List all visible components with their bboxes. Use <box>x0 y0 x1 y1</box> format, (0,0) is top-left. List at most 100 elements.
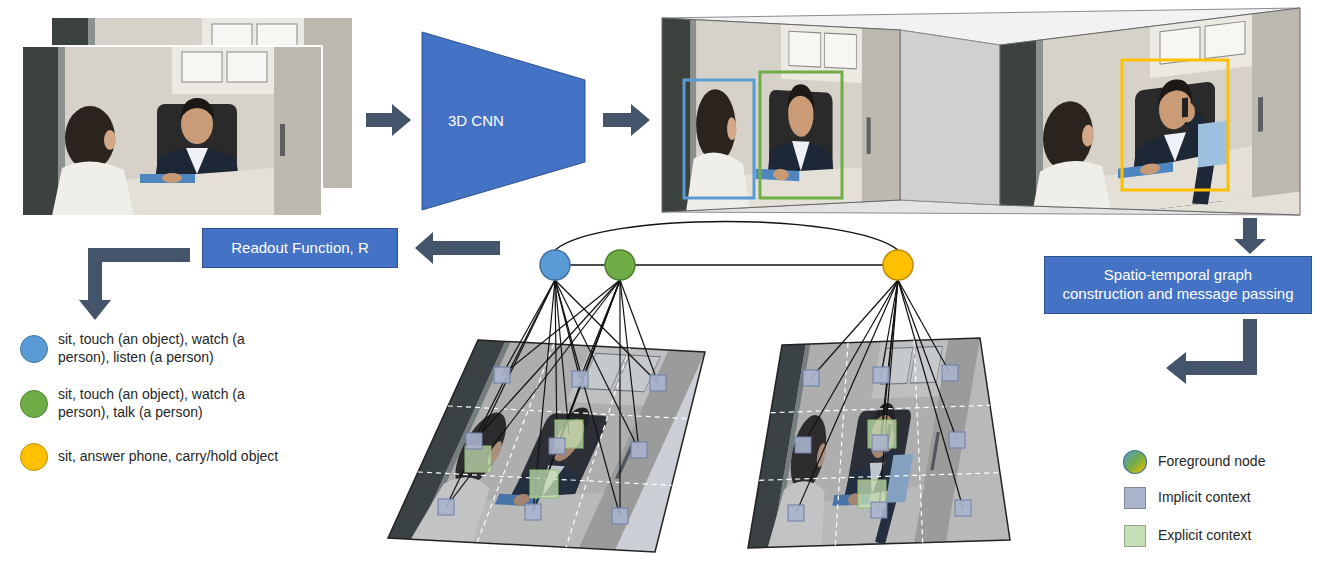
context-link <box>474 280 620 441</box>
arrow-head <box>1166 352 1186 384</box>
input-frames <box>22 46 322 216</box>
legend-swatch <box>20 335 48 363</box>
implicit-context <box>612 508 628 524</box>
implicit-context <box>873 367 889 383</box>
input-frames <box>22 46 322 216</box>
flow-arrow <box>366 113 393 127</box>
context-link <box>898 280 957 440</box>
context-link <box>446 280 620 507</box>
feature-volume <box>662 8 1300 229</box>
context-link <box>898 280 963 508</box>
flow-arrow <box>1243 218 1257 240</box>
implicit-context <box>949 432 965 448</box>
implicit-context <box>942 365 958 381</box>
foreground-node <box>605 250 635 280</box>
implicit-context <box>955 500 971 516</box>
frame-slab <box>740 330 1020 560</box>
input-frames <box>22 46 322 216</box>
legend-item: Explicit context <box>1122 525 1251 547</box>
frame-slab <box>748 338 1010 548</box>
flow-arrow <box>392 104 411 136</box>
network-block: 3D CNN <box>422 32 585 210</box>
context-link <box>555 280 569 434</box>
network-shape <box>422 32 585 210</box>
implicit-context <box>438 499 454 515</box>
implicit-context <box>438 365 971 524</box>
frame-slab <box>477 344 554 543</box>
bent-arrow <box>95 255 190 302</box>
feature-volume <box>900 30 1000 205</box>
process-box: Spatio-temporal graph construction and m… <box>1044 256 1312 314</box>
context-link <box>796 280 898 513</box>
context-link <box>446 280 963 516</box>
feature-volume <box>1000 8 1300 215</box>
legend-swatch <box>20 390 48 418</box>
node-label: Spatio-temporal graph construction and m… <box>1058 266 1298 304</box>
legend-item: sit, answer phone, carry/hold object <box>20 443 293 471</box>
explicit-context <box>530 470 558 498</box>
feature-volume <box>1000 8 1300 229</box>
feature-volume <box>662 18 900 212</box>
node-label: Readout Function, R <box>231 239 369 258</box>
implicit-context <box>525 504 541 520</box>
flow-arrow <box>603 113 632 127</box>
input-frames <box>22 18 352 216</box>
feature-volume <box>684 80 754 198</box>
legend-swatch <box>20 443 48 471</box>
legend-item: Implicit context <box>1122 487 1251 509</box>
context-link <box>620 280 639 450</box>
explicit-context <box>465 420 896 508</box>
legend-symbol <box>1124 451 1147 474</box>
arrow-head <box>79 300 111 320</box>
legend-label: sit, touch (an object), watch (a person)… <box>58 331 293 366</box>
context-link <box>880 280 898 443</box>
context-link <box>811 280 898 378</box>
frame-slab <box>771 405 990 412</box>
implicit-context <box>572 371 588 387</box>
frame-slab <box>759 473 1000 481</box>
feature-volume <box>1122 60 1228 190</box>
implicit-context <box>795 437 811 453</box>
legend-swatch <box>1124 487 1146 509</box>
frame-slab <box>740 330 1020 560</box>
context-link <box>619 280 620 516</box>
feature-volume <box>662 18 900 224</box>
context-link <box>544 280 620 484</box>
legend-item: sit, touch (an object), watch (a person)… <box>20 331 293 366</box>
implicit-context <box>631 442 647 458</box>
graph-link <box>635 264 883 266</box>
graph-link <box>570 264 605 266</box>
context-link <box>882 280 898 434</box>
implicit-context <box>872 435 888 451</box>
foreground-node <box>540 250 570 280</box>
feature-volume <box>1000 8 1300 229</box>
node-label: 3D CNN <box>448 112 504 131</box>
context-link <box>879 280 898 510</box>
frame-slab <box>418 344 688 547</box>
legend-label: sit, touch (an object), watch (a person)… <box>58 386 293 421</box>
frame-slab <box>759 340 1000 545</box>
legend-label: sit, answer phone, carry/hold object <box>58 448 293 466</box>
context-link <box>898 280 950 373</box>
implicit-context <box>549 438 565 454</box>
legend-label: Explicit context <box>1158 527 1251 545</box>
feature-volume <box>662 18 900 224</box>
legend-swatch <box>1124 525 1146 547</box>
legend-label: Foreground node <box>1158 453 1265 471</box>
graph-link <box>555 222 898 251</box>
flow-arrow <box>1234 239 1266 254</box>
implicit-context <box>803 370 819 386</box>
legend-item: sit, touch (an object), watch (a person)… <box>20 386 293 421</box>
process-box: Readout Function, R <box>202 228 398 268</box>
feature-volume <box>760 72 842 198</box>
legend-item: Foreground node <box>1122 449 1265 475</box>
implicit-context <box>650 375 666 391</box>
implicit-context <box>494 367 510 383</box>
implicit-context <box>788 505 804 521</box>
implicit-context <box>871 502 887 518</box>
flow-arrow <box>432 241 500 255</box>
explicit-context <box>465 446 491 472</box>
foreground-node <box>540 250 913 280</box>
flow-arrow <box>631 104 650 136</box>
